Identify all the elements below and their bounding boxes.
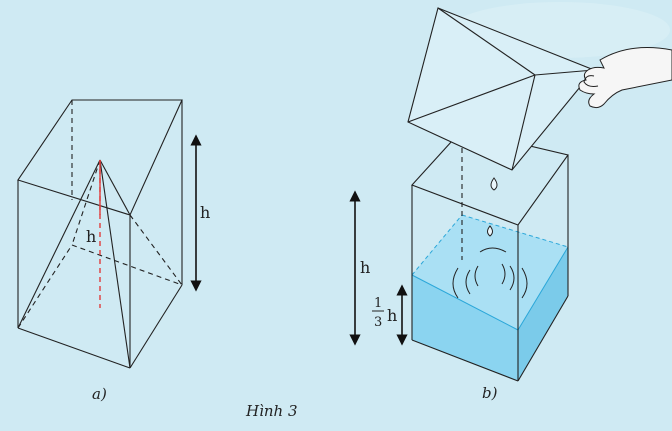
pyramid-edge-1	[437, 7, 536, 76]
water-front-face	[412, 275, 518, 381]
water-surface-edge-front	[411, 274, 519, 331]
panel-a-label: a)	[92, 385, 107, 403]
fraction-suffix: h	[387, 306, 397, 325]
pyramid-edge-to-right-front	[99, 159, 131, 216]
pyramid-hidden-edge-back-left	[71, 159, 101, 246]
pyramid-hidden-edge-back-right	[129, 214, 183, 286]
prism-bottom-front	[17, 327, 131, 369]
water-surface-edge-back	[461, 214, 569, 248]
pyramid-edge-front-right	[99, 159, 131, 369]
tilted-pyramid	[407, 7, 595, 171]
droplet-upper	[490, 177, 498, 191]
water-right-face	[518, 247, 568, 381]
panel-a-prism-with-pyramid	[17, 99, 183, 369]
container-bottom-right	[517, 295, 569, 382]
panel-a-inner-height-label: h	[86, 227, 96, 246]
pyramid-edge-4	[534, 69, 595, 76]
pyramid-edge-2	[407, 74, 536, 123]
panel-a-outer-height-label: h	[200, 203, 210, 222]
panel-b-label: b)	[482, 384, 498, 402]
pyramid-edge-3	[511, 74, 536, 171]
container-bottom-front	[411, 339, 519, 382]
prism-bottom-right	[129, 284, 183, 369]
prism-hidden-bottom-back	[71, 244, 183, 286]
panel-b-height-label: h	[360, 258, 370, 277]
figure-caption: Hình 3	[245, 402, 298, 420]
panel-b-prism	[411, 129, 569, 382]
fraction-denominator: 3	[374, 315, 382, 330]
water-ripples	[452, 247, 528, 299]
water-surface-edge-right	[517, 246, 569, 331]
pyramid-edge-front-left	[17, 159, 101, 329]
hand-illustration	[578, 47, 672, 109]
panel-b-water	[411, 214, 569, 381]
droplet-lower	[487, 225, 493, 237]
water-surface	[412, 215, 568, 330]
fraction-numerator: 1	[374, 296, 382, 311]
panel-b-fraction-label: 1 3 h	[372, 296, 397, 330]
water-droplets	[487, 177, 498, 237]
prism-hidden-bottom-left	[17, 244, 73, 329]
water-surface-edge-left	[411, 214, 463, 276]
